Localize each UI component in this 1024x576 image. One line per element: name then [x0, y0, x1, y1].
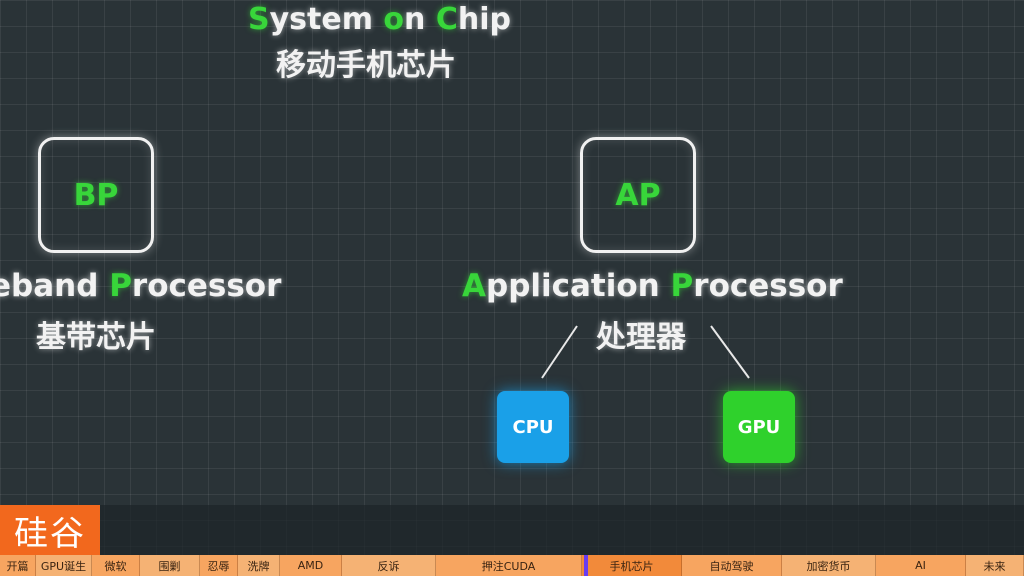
chapter-segment[interactable]: AMD [280, 555, 342, 576]
soc-title-part: hip [457, 2, 512, 37]
bp-en-part: rocessor [131, 268, 282, 304]
chapter-segment[interactable]: 反诉 [342, 555, 436, 576]
application-processor-label: Application Processor [462, 268, 843, 304]
ap-en-part: A [462, 268, 486, 304]
soc-title-english: System on Chip [248, 2, 511, 37]
channel-logo: 硅谷 [0, 505, 100, 555]
chapter-segment[interactable]: 洗牌 [238, 555, 280, 576]
bp-chip-box: BP [38, 137, 154, 253]
soc-title-part: o [383, 2, 405, 37]
ap-chip-box: AP [580, 137, 696, 253]
chapter-segment[interactable]: 忍辱 [200, 555, 238, 576]
soc-title-part: n [404, 2, 436, 37]
chapter-segment[interactable]: 自动驾驶 [682, 555, 782, 576]
chapter-segment[interactable]: 围剿 [140, 555, 200, 576]
ap-en-part: rocessor [693, 268, 843, 304]
chapter-segment[interactable]: AI [876, 555, 966, 576]
soc-title-part: C [435, 2, 458, 37]
bp-chip-label: BP [73, 177, 119, 213]
ap-en-part: pplication [486, 268, 671, 304]
soc-title-part: ystem [269, 2, 384, 37]
chapter-segment[interactable]: 未来 [966, 555, 1024, 576]
bp-en-part: P [109, 268, 132, 304]
chapter-segment[interactable]: 开篇 [0, 555, 36, 576]
cpu-chip: CPU [497, 391, 569, 463]
chapter-segment[interactable]: 加密货币 [782, 555, 876, 576]
soc-title-chinese: 移动手机芯片 [276, 48, 456, 83]
chapter-segment[interactable]: 微软 [92, 555, 140, 576]
ap-en-part: P [670, 268, 694, 304]
ap-chip-label: AP [615, 177, 661, 213]
chapter-segment[interactable]: 押注CUDA [436, 555, 582, 576]
subtitle-band [0, 505, 1024, 555]
soc-title-part: S [248, 2, 270, 37]
chapter-segment[interactable]: GPU诞生 [36, 555, 92, 576]
baseband-chip-label-cn: 基带芯片 [36, 320, 156, 355]
chapter-segment[interactable]: 手机芯片 [582, 555, 682, 576]
gpu-chip: GPU [723, 391, 795, 463]
ap-to-gpu-line [710, 325, 750, 379]
baseband-processor-label: eband Processor [0, 268, 281, 304]
ap-to-cpu-line [541, 325, 578, 379]
processor-label-cn: 处理器 [596, 320, 686, 355]
bp-en-part: eband [0, 268, 110, 304]
